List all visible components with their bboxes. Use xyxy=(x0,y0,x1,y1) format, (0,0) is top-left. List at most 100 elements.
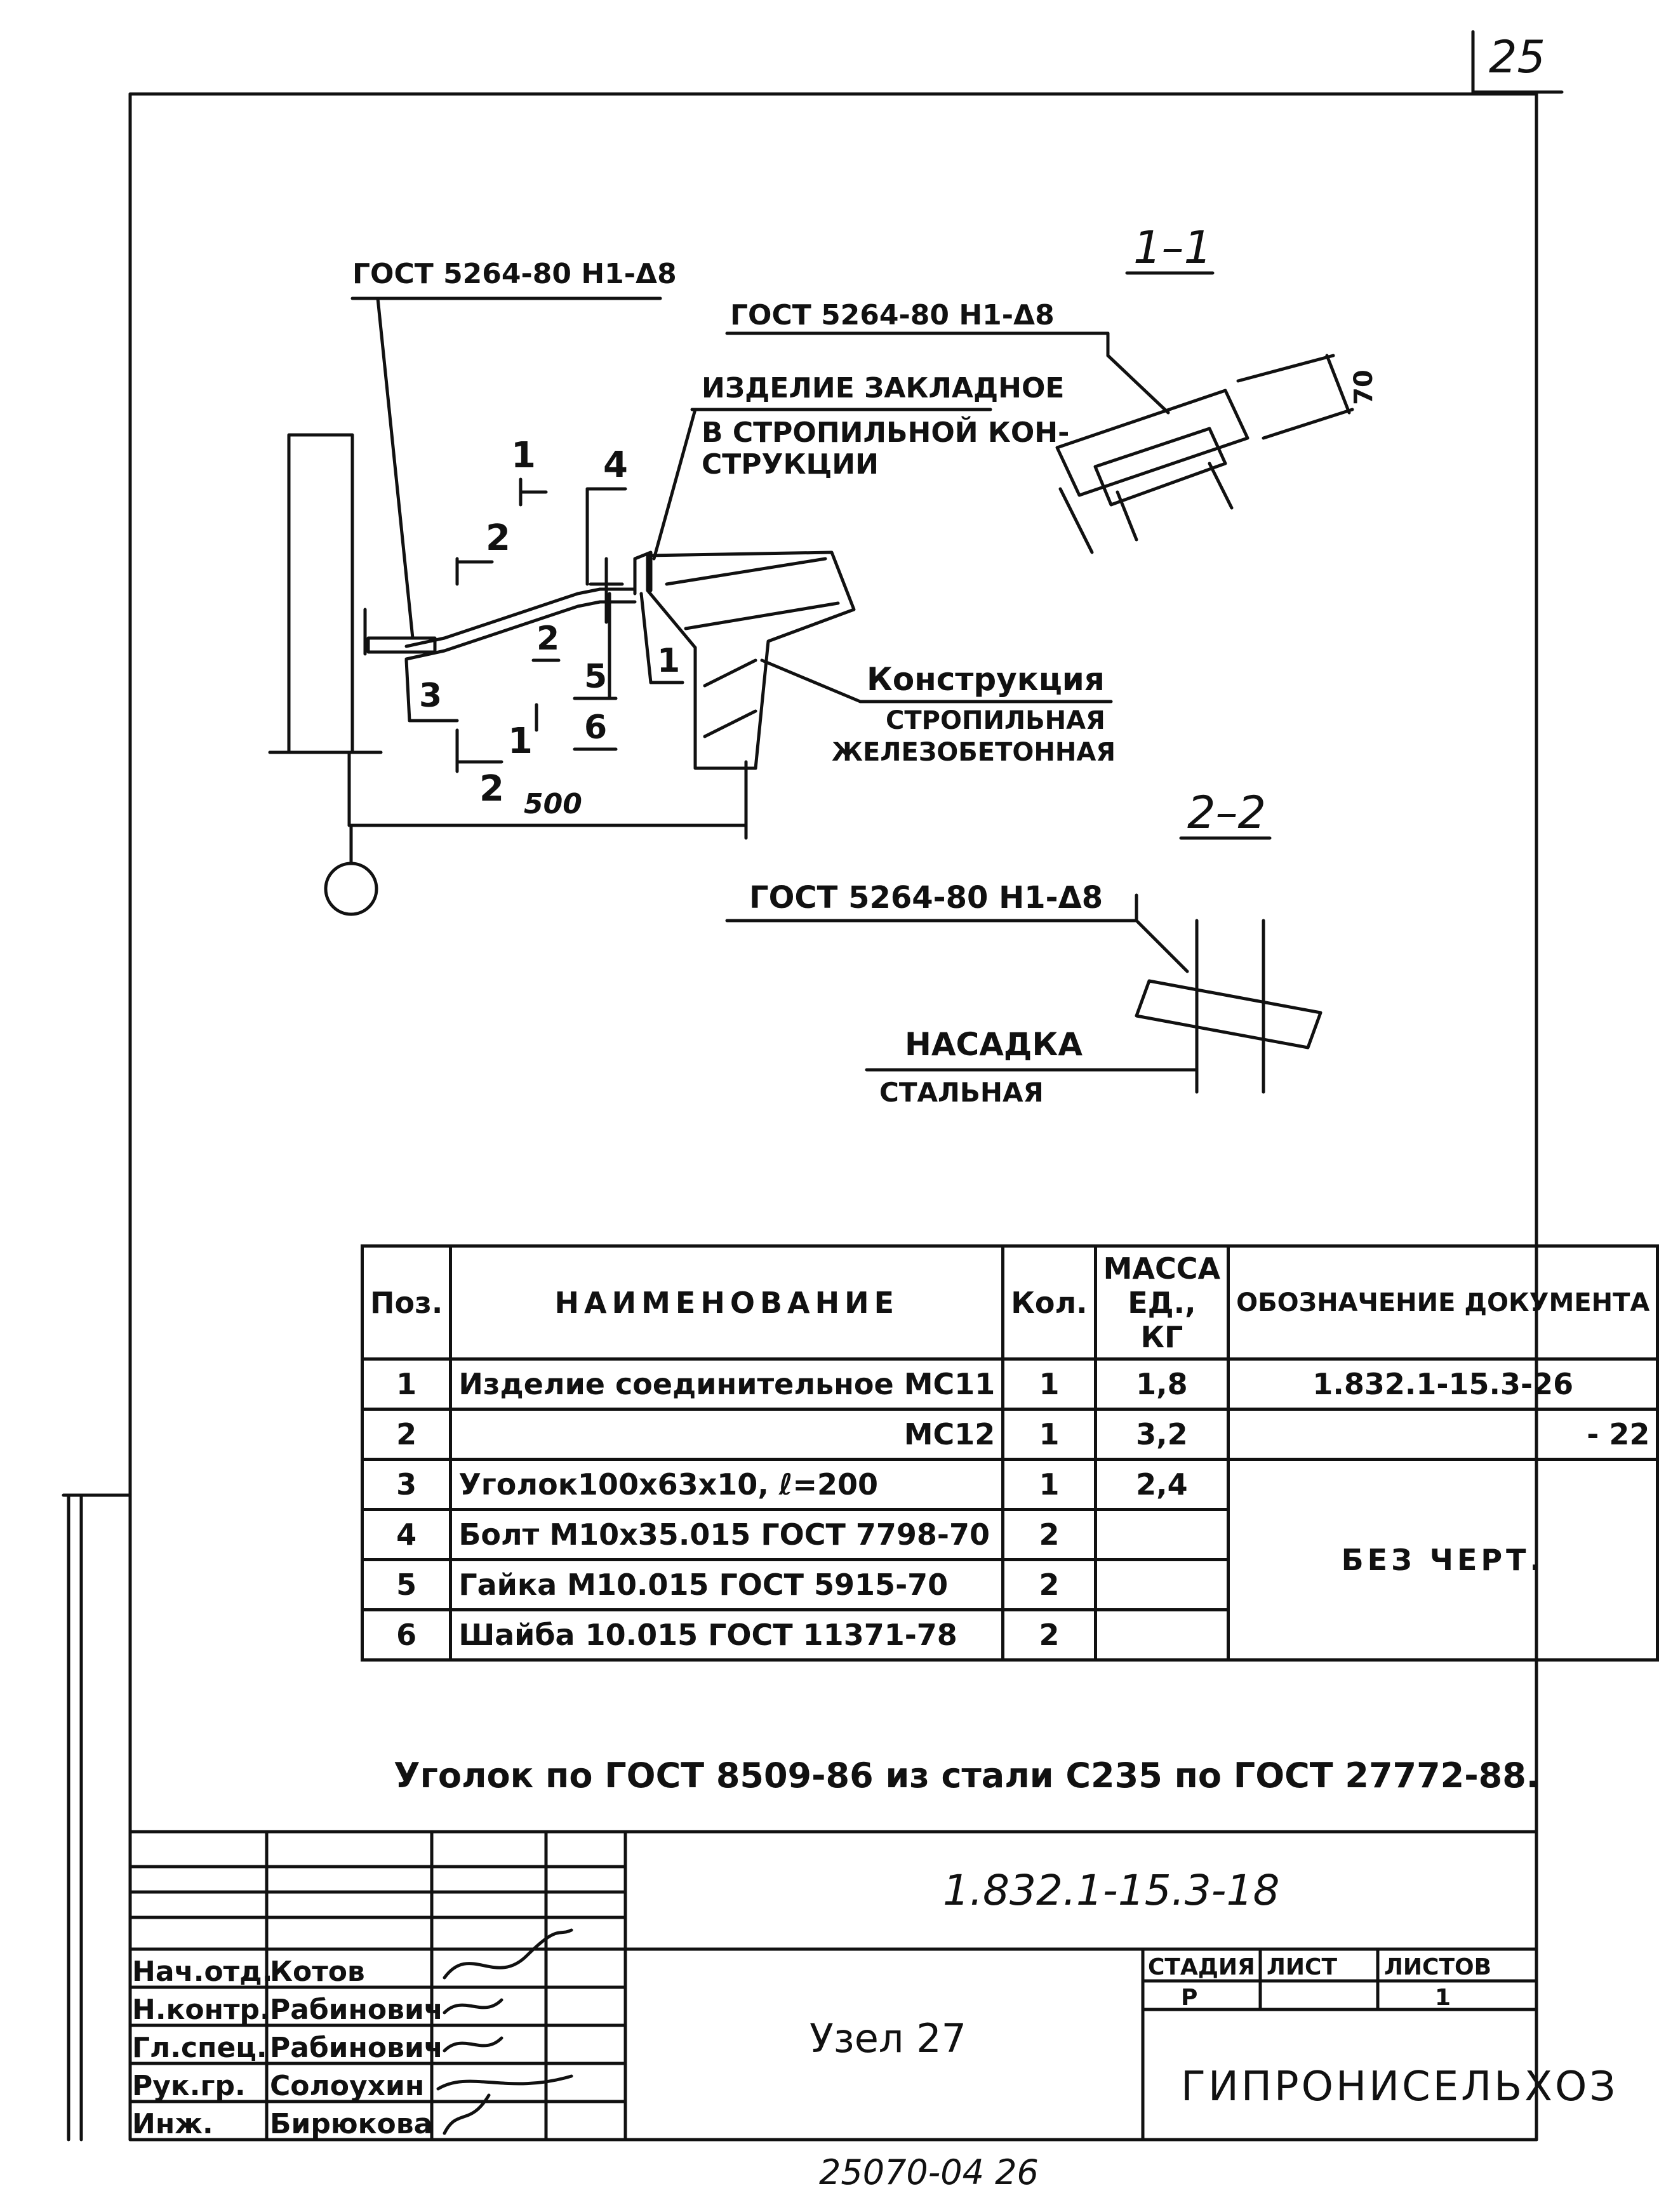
row-name: Изделие соединительное МС11 xyxy=(449,1357,1005,1411)
dim-70-line xyxy=(1325,354,1351,415)
position-2-label: 2 xyxy=(536,620,560,658)
leader-gost-2-2 xyxy=(1135,919,1189,973)
weld-note-1-1: ГОСТ 5264-80 Н1-Δ8 xyxy=(730,299,1055,331)
header-pos: Поз. xyxy=(360,1244,453,1361)
row-mass xyxy=(1093,1608,1230,1662)
position-6-label: 6 xyxy=(584,709,608,747)
position-1-label: 1 xyxy=(657,642,681,680)
row-pos: 5 xyxy=(360,1558,453,1611)
row-qty: 2 xyxy=(1001,1558,1097,1611)
row-qty: 2 xyxy=(1001,1608,1097,1662)
row-pos: 3 xyxy=(360,1458,453,1511)
material-note: Уголок по ГОСТ 8509-86 из стали С235 по … xyxy=(394,1756,1540,1796)
header-name: НАИМЕНОВАНИЕ xyxy=(449,1244,1005,1361)
drawing-sheet: 25 1–1 2–2 ГОСТ 5264-80 Н1-Δ8 ГОСТ 5264-… xyxy=(62,30,1659,2192)
construction-label-3: ЖЕЛЕЗОБЕТОННАЯ xyxy=(832,738,1116,767)
section-title-1-1: 1–1 xyxy=(1133,222,1213,274)
table-row: 6 Шайба 10.015 ГОСТ 11371-78 2 xyxy=(360,1608,1658,1662)
section-1-1-edge-left xyxy=(1058,487,1094,554)
row-qty: 1 xyxy=(1001,1408,1097,1461)
role-label: Инж. xyxy=(132,2108,213,2140)
section-1-1-web-right xyxy=(1208,462,1234,510)
signature-5 xyxy=(443,2093,491,2135)
section-mark-2-bottom-label: 2 xyxy=(479,768,504,810)
row-mass xyxy=(1093,1508,1230,1561)
signature-4 xyxy=(436,2074,573,2091)
signature-2 xyxy=(443,1998,503,2015)
header-qty: Кол. xyxy=(1001,1244,1097,1361)
rafter-hatch-4 xyxy=(703,709,757,738)
dim-70-top xyxy=(1236,354,1335,383)
stage-value: Р xyxy=(1181,1985,1198,2011)
dimension-70: 70 xyxy=(1349,370,1378,405)
embedded-bracket xyxy=(633,550,653,596)
row-name: МС12 xyxy=(449,1408,1005,1461)
pos-3-leader xyxy=(404,658,411,723)
rafter-hatch-1 xyxy=(665,557,827,586)
construction-label-2: СТРОПИЛЬНАЯ xyxy=(886,706,1105,735)
position-3-label: 3 xyxy=(419,677,443,715)
rafter-hatch-3 xyxy=(703,658,757,688)
row-name: Болт М10х35.015 ГОСТ 7798-70 xyxy=(449,1508,1005,1561)
embedded-part-label-3: СТРУКЦИИ xyxy=(702,448,879,481)
column-outline xyxy=(287,433,354,754)
table-row: 3 Уголок100х63х10, ℓ=200 1 2,4 БЕЗ ЧЕРТ. xyxy=(360,1458,1659,1662)
section-mark-2-top-label: 2 xyxy=(486,517,510,559)
row-pos: 1 xyxy=(360,1357,453,1411)
person-name: Бирюкова xyxy=(270,2108,433,2140)
row-qty: 1 xyxy=(1001,1357,1097,1411)
stage-label: СТАДИЯ xyxy=(1148,1954,1255,1980)
table-row: 4 Болт М10х35.015 ГОСТ 7798-70 2 xyxy=(360,1508,1658,1561)
organization-name: ГИПРОНИСЕЛЬХОЗ xyxy=(1181,2063,1618,2110)
row-mass: 1,8 xyxy=(1093,1357,1230,1411)
row-name: Шайба 10.015 ГОСТ 11371-78 xyxy=(449,1608,1005,1662)
role-label: Нач.отд. xyxy=(132,1955,273,1988)
row-doc: - 22 xyxy=(1227,1408,1659,1461)
section-title-2-2: 2–2 xyxy=(1187,787,1267,839)
row-name: Гайка М10.015 ГОСТ 5915-70 xyxy=(449,1558,1005,1611)
connecting-strip-top xyxy=(404,587,637,648)
footer-number: 25070-04 26 xyxy=(819,2152,1039,2192)
section-mark-1-top-label: 1 xyxy=(511,435,536,476)
table-row: 5 Гайка М10.015 ГОСТ 5915-70 2 xyxy=(360,1558,1658,1611)
embedded-part-label-2: В СТРОПИЛЬНОЙ КОН- xyxy=(702,416,1070,449)
nozzle-label-1: НАСАДКА xyxy=(905,1026,1083,1063)
section-2-2-plate xyxy=(1135,979,1323,1049)
signature-3 xyxy=(443,2036,503,2053)
header-mass: МАССА ЕД., КГ xyxy=(1093,1244,1230,1361)
row-name: Уголок100х63х10, ℓ=200 xyxy=(449,1458,1005,1511)
person-name: Рабинович xyxy=(270,2032,444,2064)
row-mass: 2,4 xyxy=(1093,1458,1230,1511)
angle-plate xyxy=(366,636,437,654)
section-mark-4-label: 4 xyxy=(603,444,628,486)
table-header-row: Поз. НАИМЕНОВАНИЕ Кол. МАССА ЕД., КГ ОБО… xyxy=(360,1244,1659,1361)
section-1-1-web-left xyxy=(1116,490,1138,542)
weld-note-2-2: ГОСТ 5264-80 Н1-Δ8 xyxy=(749,880,1103,916)
row-qty: 2 xyxy=(1001,1508,1097,1561)
person-name: Котов xyxy=(270,1955,365,1988)
sheet-label: ЛИСТ xyxy=(1267,1954,1338,1980)
nozzle-label-2: СТАЛЬНАЯ xyxy=(879,1077,1044,1108)
dim-70-bottom xyxy=(1262,408,1354,440)
embedded-part-label-1: ИЗДЕЛИЕ ЗАКЛАДНОЕ xyxy=(702,372,1065,404)
role-label: Рук.гр. xyxy=(132,2070,246,2102)
sheets-value: 1 xyxy=(1435,1985,1451,2011)
leader-gost-1-1 xyxy=(1106,354,1170,415)
dimension-500: 500 xyxy=(524,788,582,820)
row-mass: 3,2 xyxy=(1093,1408,1230,1461)
role-label: Гл.спец. xyxy=(132,2032,267,2064)
construction-label-1: Конструкция xyxy=(867,661,1105,698)
position-5-label: 5 xyxy=(584,658,608,696)
header-doc: ОБОЗНАЧЕНИЕ ДОКУМЕНТА xyxy=(1227,1244,1659,1361)
row-pos: 4 xyxy=(360,1508,453,1561)
sheets-label: ЛИСТОВ xyxy=(1384,1954,1492,1980)
row-qty: 1 xyxy=(1001,1458,1097,1511)
weld-note-left: ГОСТ 5264-80 Н1-Δ8 xyxy=(352,258,677,290)
signature-1 xyxy=(443,1928,573,1980)
no-drawing-note: БЕЗ ЧЕРТ. xyxy=(1227,1458,1659,1662)
drawing-title: Узел 27 xyxy=(810,2015,967,2062)
table-row: 2 МС12 1 3,2 - 22 xyxy=(360,1408,1659,1461)
row-pos: 2 xyxy=(360,1408,453,1461)
person-name: Рабинович xyxy=(270,1994,444,2026)
role-label: Н.контр. xyxy=(132,1994,270,2026)
